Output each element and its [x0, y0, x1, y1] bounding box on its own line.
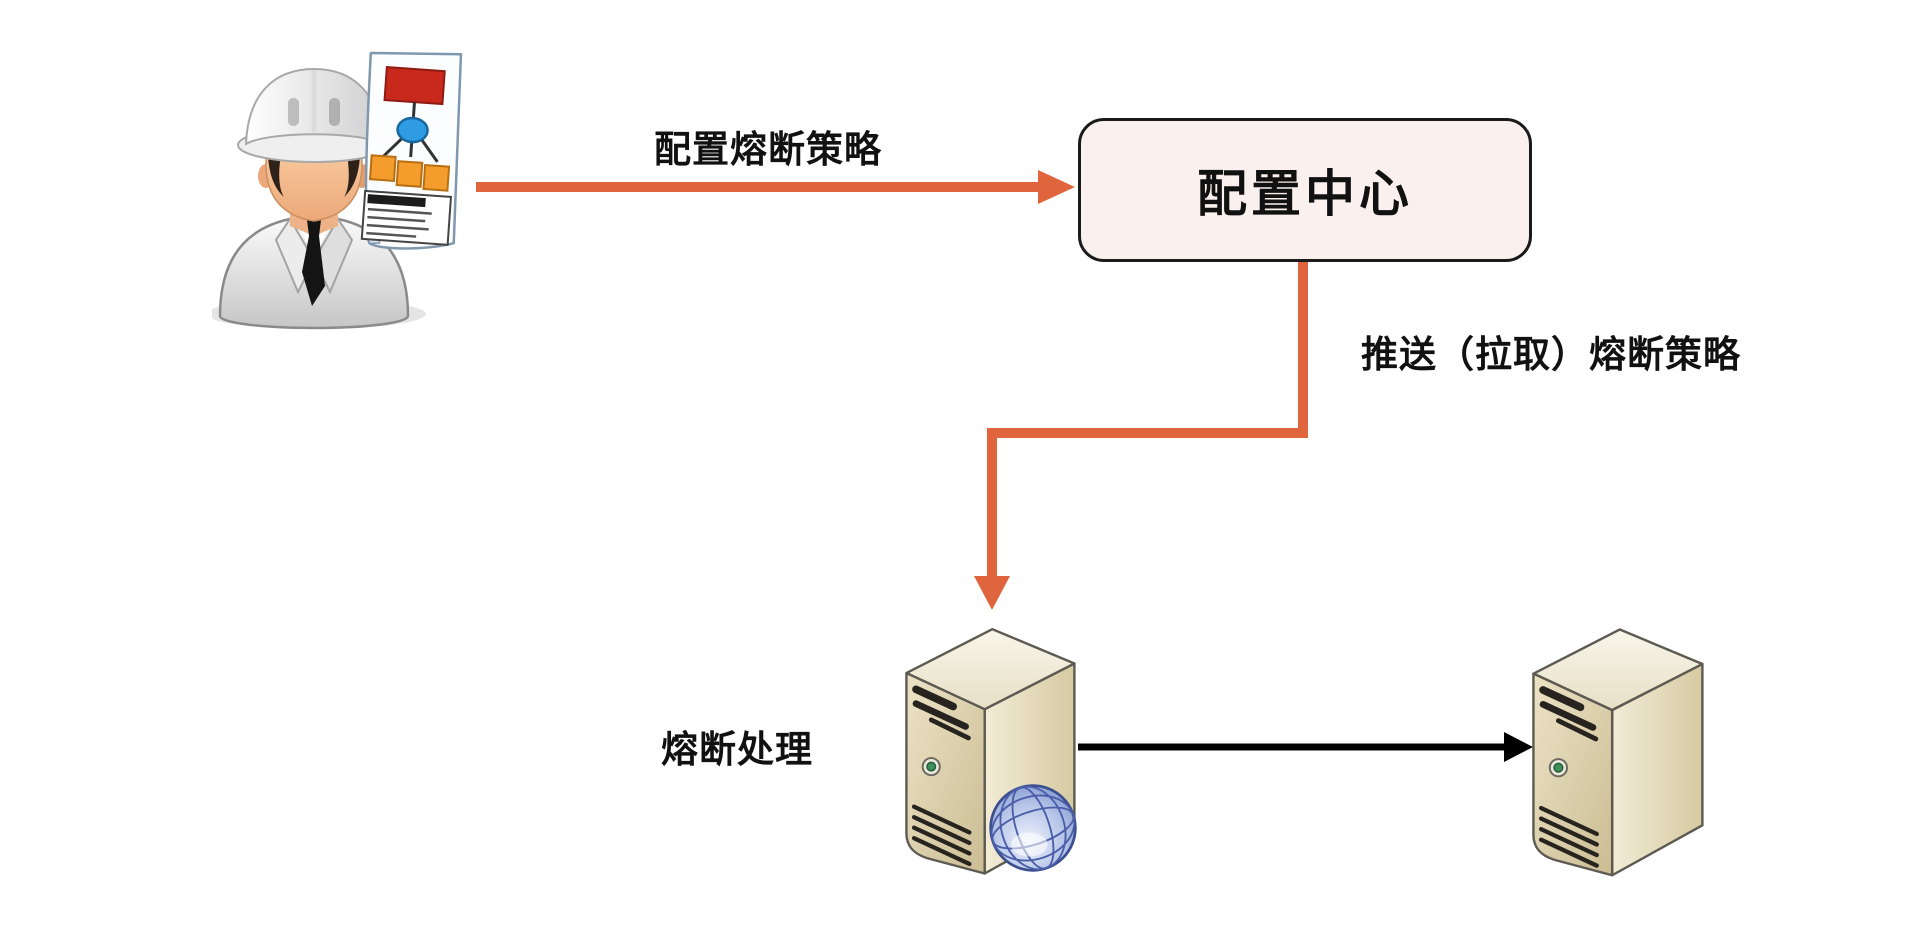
circuit-break-handling-label: 熔断处理	[661, 729, 813, 770]
arrowhead-down-icon	[974, 576, 1010, 610]
downstream-server-icon	[1520, 606, 1712, 892]
document-text-block	[360, 189, 453, 246]
arrowhead-right-icon	[1504, 732, 1533, 762]
edge-configure-policy	[476, 170, 1075, 204]
config-center-label: 配置中心	[1197, 166, 1413, 222]
edge-push-pull-policy	[974, 262, 1308, 610]
flowchart-hub-node	[396, 116, 429, 144]
configure-policy-label: 配置熔断策略	[654, 129, 882, 170]
push-pull-policy-label: 推送（拉取）熔断策略	[1361, 334, 1741, 375]
config-center-node: 配置中心	[1078, 118, 1532, 262]
edge-service-call	[1078, 732, 1533, 762]
document-icon	[360, 51, 463, 250]
arrowhead-right-icon	[1038, 170, 1075, 204]
flowchart-root-node	[383, 66, 446, 106]
globe-icon	[989, 784, 1077, 872]
